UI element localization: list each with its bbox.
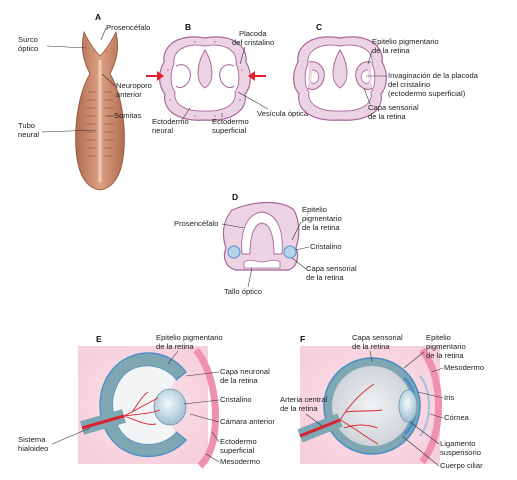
- label-b-ect-neural-1: Ectodermo: [152, 117, 189, 126]
- label-f-epitelio-1: Epitelio: [426, 333, 451, 342]
- label-b-ect-sup-1: Ectodermo: [212, 117, 249, 126]
- label-a-prosencefalo: Prosencéfalo: [106, 23, 150, 32]
- label-e-sistema-2: hialoideo: [18, 444, 48, 453]
- label-d-capa-1: Capa sensorial: [306, 264, 357, 273]
- eye-f-drawing: [297, 346, 442, 465]
- label-f-epitelio-2: pigmentario: [426, 342, 466, 351]
- panel-f-letter: F: [300, 334, 305, 344]
- label-f-ligamento-2: suspensorio: [440, 448, 481, 457]
- label-a-tubo-2: neural: [18, 130, 39, 139]
- label-d-cristalino: Cristalino: [310, 242, 342, 251]
- label-c-invag-1: Invaginación de la placoda: [388, 71, 479, 80]
- label-f-cuerpo-ciliar: Cuerpo ciliar: [440, 461, 483, 470]
- label-e-mesodermo: Mesodermo: [220, 457, 260, 466]
- label-f-arteria-2: de la retina: [280, 404, 318, 413]
- label-e-capa-1: Capa neuronal: [220, 367, 270, 376]
- label-a-neuroporo-1: Neuroporo: [116, 81, 152, 90]
- label-b-placoda-2: del cristalino: [232, 38, 274, 47]
- label-b-ect-sup-2: superficial: [212, 126, 246, 135]
- section-b-drawing: [159, 36, 251, 121]
- panel-b-letter: B: [185, 22, 191, 32]
- label-c-invag-2: del cristalino: [388, 80, 430, 89]
- label-c-invag-3: (ectodermo superficial): [388, 89, 466, 98]
- label-e-epitelio-2: de la retina: [156, 342, 194, 351]
- label-e-camara: Cámara anterior: [220, 417, 275, 426]
- label-f-mesodermo: Mesodermo: [444, 363, 484, 372]
- panel-e-letter: E: [96, 334, 102, 344]
- label-d-tallo: Tallo óptico: [224, 287, 262, 296]
- label-b-vesicula: Vesícula óptica: [257, 109, 309, 118]
- panel-d: D Prosencéfalo Epitelio pigmentario de l…: [174, 192, 357, 296]
- panel-c: C Epitelio pigmentario de la retina Inva…: [293, 22, 479, 121]
- label-d-epitelio-1: Epitelio: [302, 205, 327, 214]
- label-f-ligamento-1: Ligamento: [440, 439, 475, 448]
- label-c-capa-2: de la retina: [368, 112, 406, 121]
- label-f-capa-1: Capa sensorial: [352, 333, 403, 342]
- label-a-neuroporo-2: anterior: [116, 90, 142, 99]
- lens-placode-arrows: [146, 71, 266, 81]
- label-a-tubo-1: Tubo: [18, 121, 35, 130]
- panel-b: B Placoda del cristalino Ectodermo neura…: [146, 22, 309, 135]
- embryo-drawing: [75, 30, 125, 191]
- label-a-somitas: Somitas: [114, 111, 142, 120]
- label-a-surco-2: óptico: [18, 44, 38, 53]
- label-b-placoda-1: Placoda: [239, 29, 267, 38]
- panel-d-letter: D: [232, 192, 238, 202]
- label-a-surco-1: Surco: [18, 35, 38, 44]
- label-e-capa-2: de la retina: [220, 376, 258, 385]
- label-b-ect-neural-2: neural: [152, 126, 173, 135]
- panel-e: E Epitelio pigmentario de la retina Capa…: [18, 333, 275, 469]
- label-f-iris: Iris: [444, 393, 454, 402]
- eye-e-drawing: [78, 346, 219, 469]
- label-c-capa-1: Capa sensorial: [368, 103, 419, 112]
- label-c-epitelio-2: de la retina: [372, 46, 410, 55]
- label-f-capa-2: de la retina: [352, 342, 390, 351]
- label-e-ectodermo-1: Ectodermo: [220, 437, 257, 446]
- section-d-drawing: [222, 201, 300, 271]
- label-e-cristalino: Cristalino: [220, 395, 252, 404]
- label-f-arteria-1: Arteria central: [280, 395, 328, 404]
- label-d-prosencefalo: Prosencéfalo: [174, 219, 218, 228]
- label-f-cornea: Córnea: [444, 413, 470, 422]
- section-c-drawing: [293, 36, 387, 121]
- panel-f: F Capa sensorial de la retina Epitelio p…: [280, 333, 484, 470]
- panel-a-letter: A: [95, 12, 101, 22]
- label-d-epitelio-3: de la retina: [302, 223, 340, 232]
- label-e-ectodermo-2: superficial: [220, 446, 254, 455]
- label-e-sistema-1: Sistema: [18, 435, 46, 444]
- label-e-epitelio-1: Epitelio pigmentario: [156, 333, 223, 342]
- label-c-epitelio-1: Epitelio pigmentario: [372, 37, 439, 46]
- label-d-epitelio-2: pigmentario: [302, 214, 342, 223]
- label-d-capa-2: de la retina: [306, 273, 344, 282]
- label-f-epitelio-3: de la retina: [426, 351, 464, 360]
- panel-c-letter: C: [316, 22, 322, 32]
- panel-a: A Surco óptico Prosencéfalo Neuroporo an…: [18, 12, 152, 191]
